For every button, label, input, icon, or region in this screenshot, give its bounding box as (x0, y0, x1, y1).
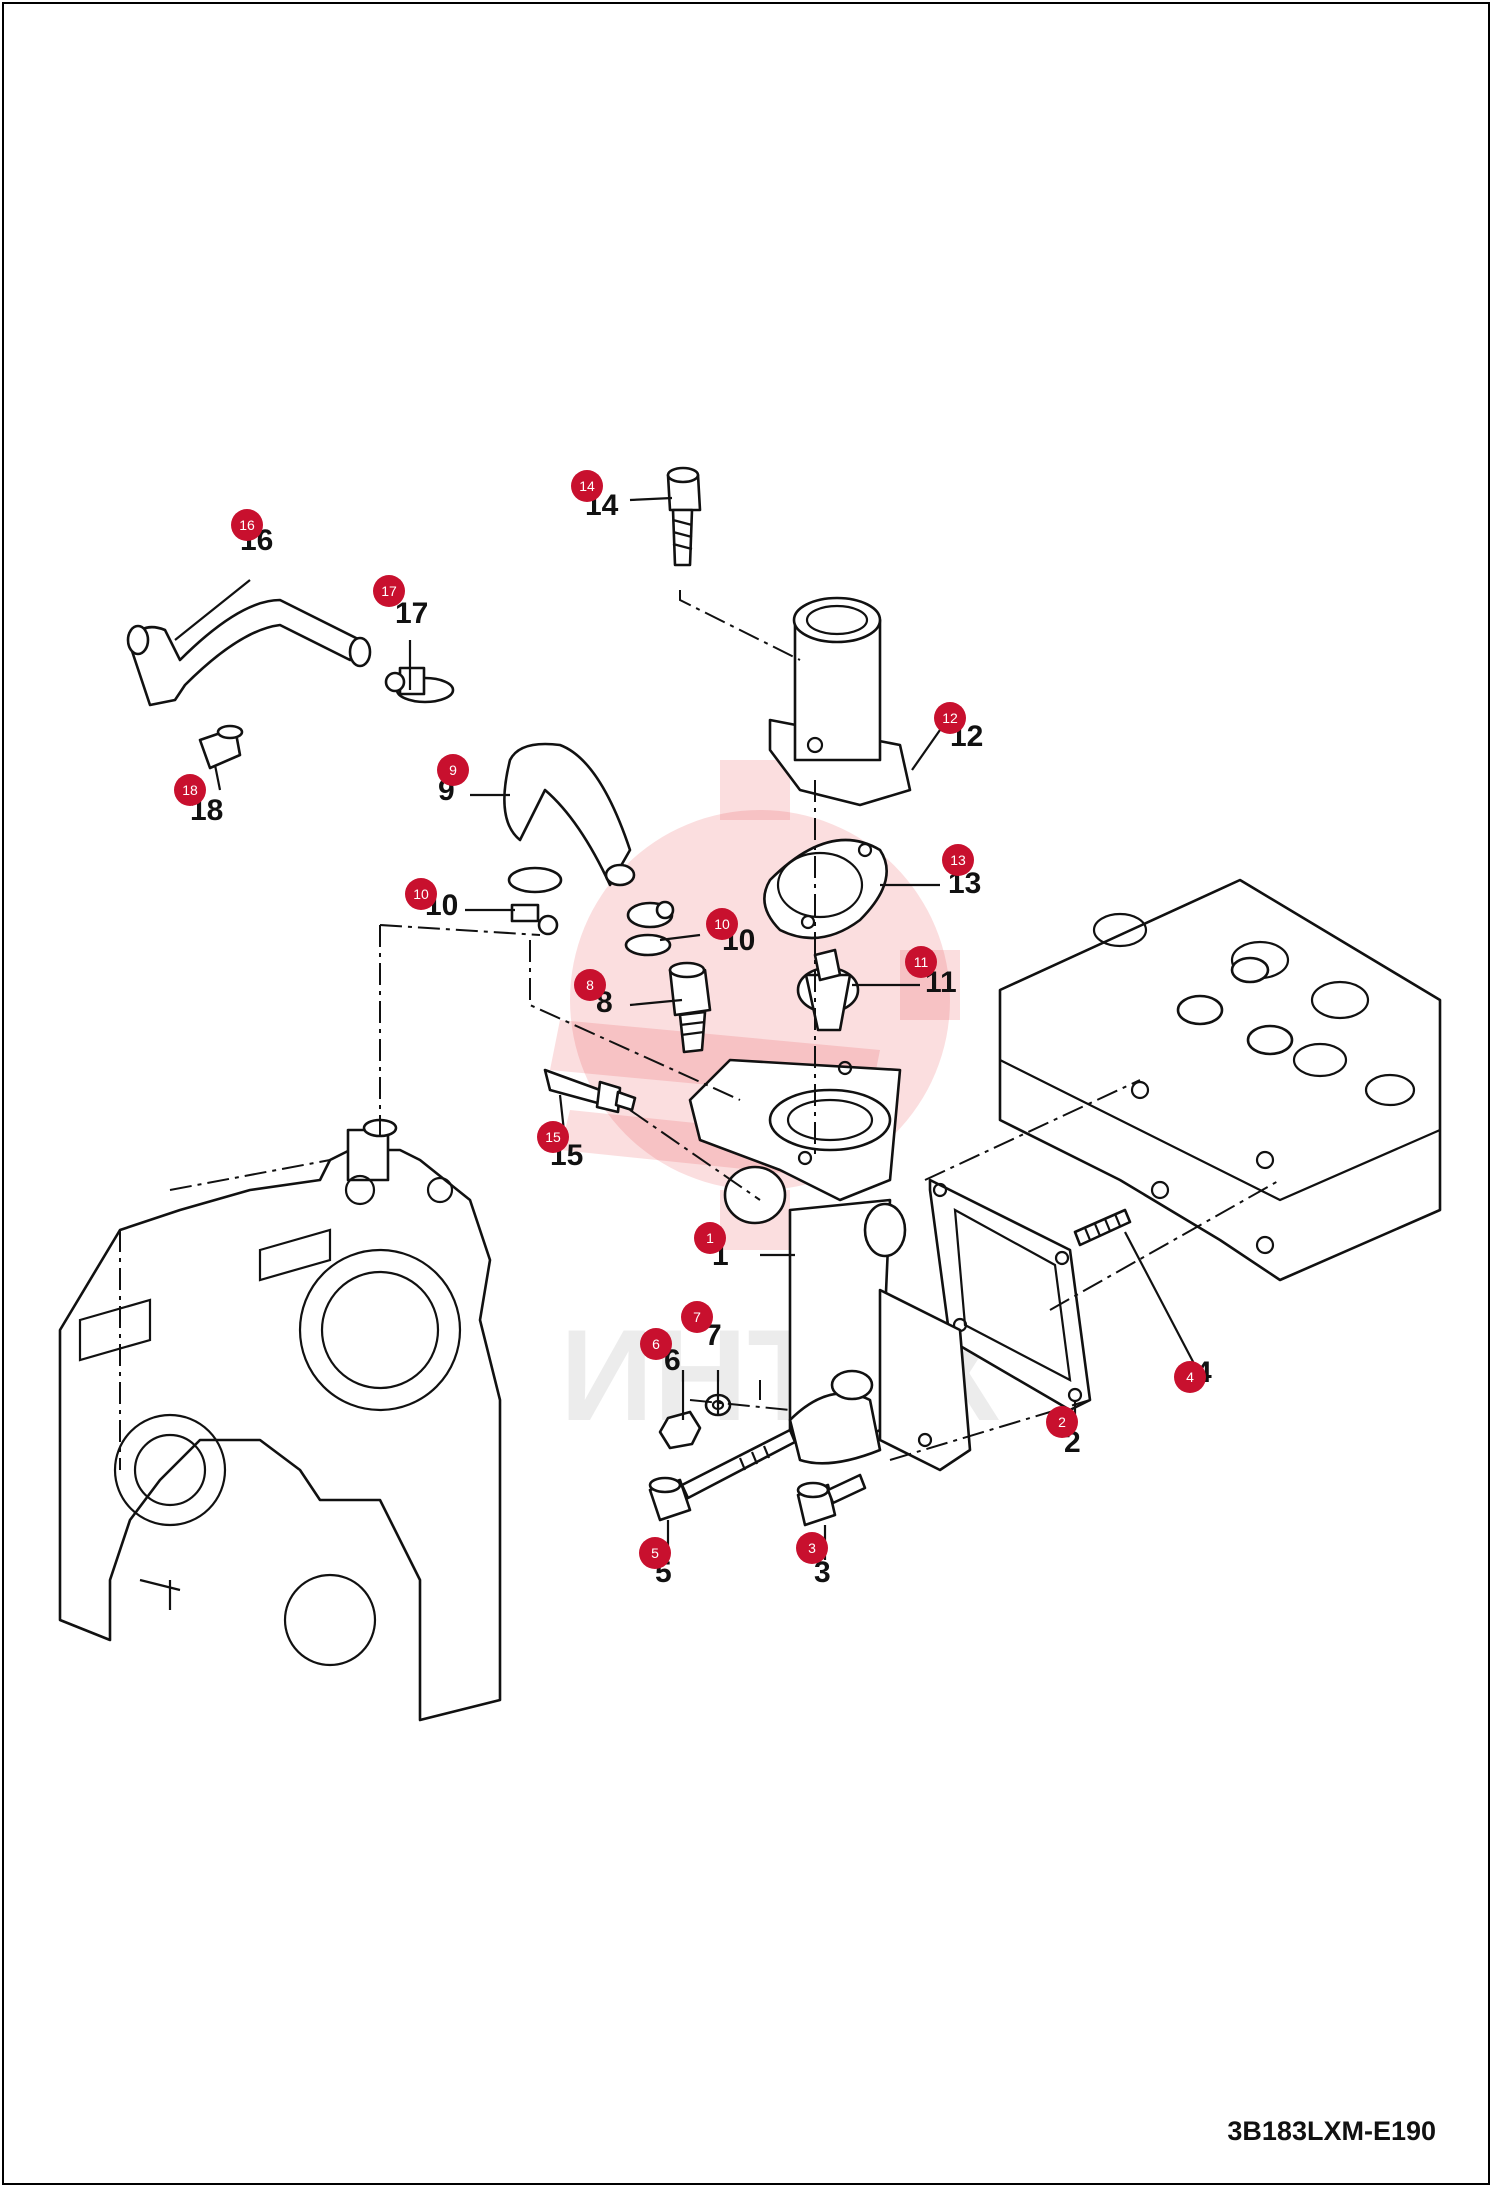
callout-5: 5 5 (639, 1537, 672, 1589)
svg-text:8: 8 (586, 977, 594, 993)
callout-1: 1 1 (694, 1222, 729, 1272)
callout-11: 11 11 (905, 946, 957, 999)
callout-10-right: 10 10 (706, 908, 755, 957)
callout-18: 18 18 (174, 774, 223, 827)
temperature-sensor-15 (543, 1068, 637, 1114)
hose-clamp-10-left (507, 866, 563, 936)
svg-text:10: 10 (714, 916, 730, 932)
svg-text:3: 3 (808, 1540, 816, 1556)
callout-3: 3 3 (796, 1532, 831, 1589)
callout-7: 7 7 (681, 1301, 722, 1352)
svg-text:15: 15 (545, 1129, 561, 1145)
hose-9 (503, 742, 636, 887)
stud-bolt-4 (1073, 1208, 1132, 1247)
svg-text:9: 9 (449, 762, 457, 778)
hose-clamp-10-right (624, 900, 675, 957)
svg-text:16: 16 (239, 517, 255, 533)
water-flange-body (688, 1058, 972, 1472)
drawing-code: 3B183LXM-E190 (1227, 2116, 1436, 2146)
bolt-3 (796, 1473, 867, 1527)
assembly-lines (379, 590, 1281, 1461)
svg-text:17: 17 (381, 583, 397, 599)
callout-10-left: 10 10 (405, 878, 458, 922)
svg-text:5: 5 (651, 1545, 659, 1561)
callout-16: 16 16 (231, 509, 273, 557)
svg-text:12: 12 (942, 710, 958, 726)
callout-2: 2 2 (1046, 1406, 1081, 1459)
callout-17: 17 17 (373, 575, 428, 630)
callout-6: 6 6 (640, 1328, 681, 1377)
svg-text:10: 10 (413, 886, 429, 902)
svg-text:14: 14 (579, 478, 595, 494)
svg-text:13: 13 (950, 852, 966, 868)
svg-text:2: 2 (1058, 1414, 1066, 1430)
callout-4: 4 4 (1174, 1356, 1212, 1393)
svg-text:3: 3 (814, 1556, 831, 1589)
bolt-14 (666, 466, 702, 567)
callout-12: 12 12 (934, 702, 983, 753)
pipe-16 (126, 598, 372, 707)
long-bolt-5 (648, 1428, 797, 1522)
gasket-13 (763, 838, 888, 940)
svg-text:7: 7 (693, 1309, 701, 1325)
gear-case-housing (58, 1118, 502, 1722)
svg-text:11: 11 (914, 954, 929, 970)
joint-nipple-8 (668, 961, 712, 1054)
cylinder-head (998, 878, 1442, 1282)
nut-6 (658, 1410, 702, 1450)
callout-14: 14 14 (571, 470, 619, 522)
callout-8: 8 8 (574, 969, 613, 1019)
thermostat-cover (768, 596, 912, 807)
svg-text:4: 4 (1186, 1369, 1194, 1385)
callout-13: 13 13 (942, 844, 981, 900)
callout-9: 9 9 (437, 754, 469, 807)
svg-text:6: 6 (652, 1336, 660, 1352)
hose-clamp-17 (384, 666, 455, 704)
fitting-18 (198, 724, 244, 770)
thermostat (796, 948, 860, 1032)
svg-text:1: 1 (706, 1230, 714, 1246)
svg-text:18: 18 (182, 782, 198, 798)
callout-15: 15 15 (537, 1121, 583, 1172)
svg-text:17: 17 (395, 597, 428, 630)
